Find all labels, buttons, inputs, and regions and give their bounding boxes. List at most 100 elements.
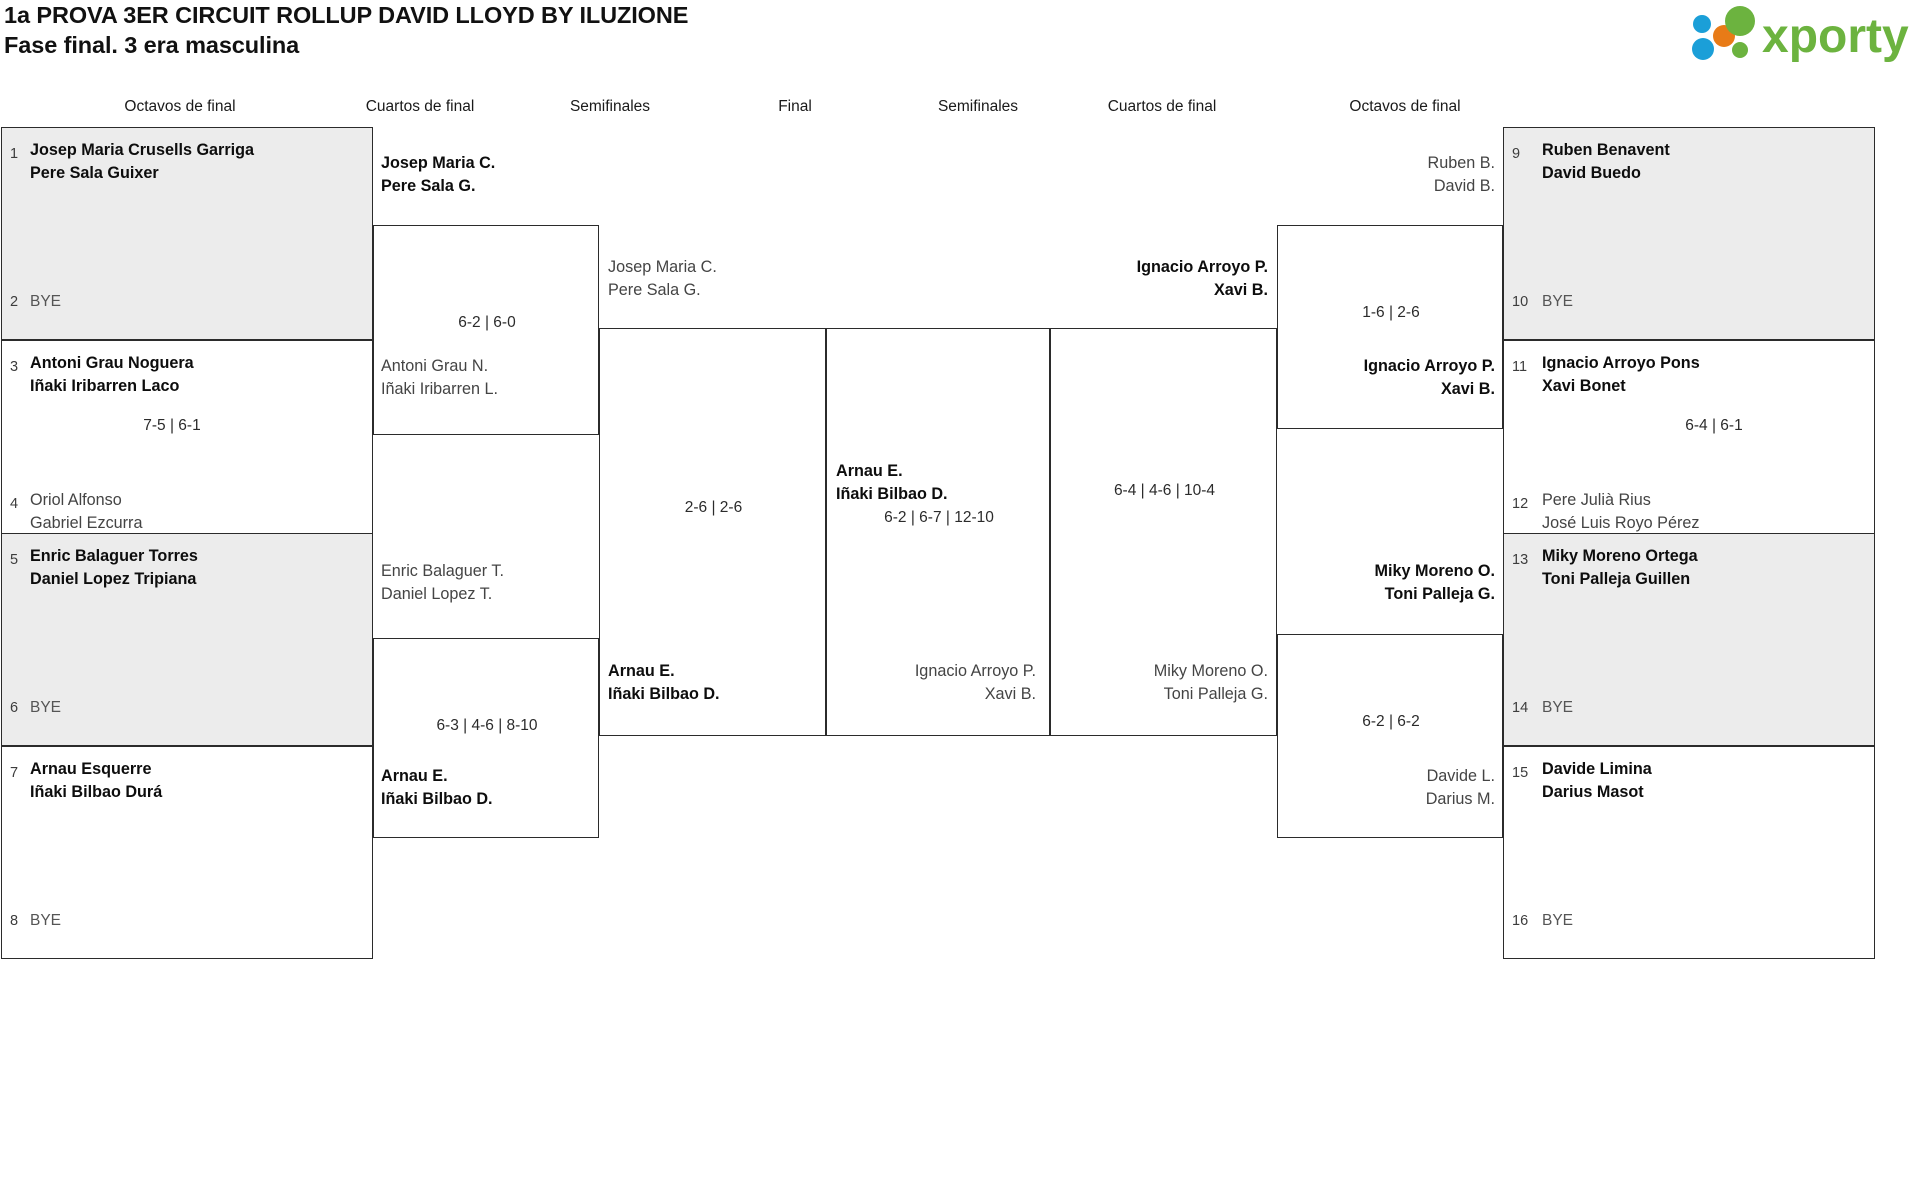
advancer-left-qf2-top: Enric Balaguer T. Daniel Lopez T. xyxy=(381,560,504,605)
match-box-right-sf[interactable]: 6-4 | 4-6 | 10-4 xyxy=(1050,328,1277,736)
page-header: 1a PROVA 3ER CIRCUIT ROLLUP DAVID LLOYD … xyxy=(0,0,1920,74)
match-box-left-sf[interactable]: 2-6 | 2-6 xyxy=(599,328,826,736)
player-name: Miky Moreno O. xyxy=(1153,662,1268,680)
seed-number: 1 xyxy=(10,146,19,162)
round-heading-octavos-left: Octavos de final xyxy=(124,98,236,115)
player-name: Darius M. xyxy=(1425,789,1495,808)
match-box-final[interactable]: 6-2 | 6-7 | 12-10 xyxy=(826,328,1050,736)
player-name: Josep Maria C. xyxy=(381,154,496,172)
match-box-right-qf-2[interactable]: 6-2 | 6-2 xyxy=(1277,634,1503,838)
seed-cell-15-16[interactable]: 15 Davide Limina Darius Masot 16 BYE xyxy=(1503,746,1875,959)
player-name: Gabriel Ezcurra xyxy=(30,513,143,532)
bye-label: BYE xyxy=(30,293,62,310)
round-heading-cuartos-right: Cuartos de final xyxy=(1107,98,1217,115)
player-name: Ignacio Arroyo Pons xyxy=(1542,354,1700,372)
match-box-right-qf-1[interactable]: 1-6 | 2-6 xyxy=(1277,225,1503,429)
advancer-left-qf1-bottom: Antoni Grau N. Iñaki Iribarren L. xyxy=(381,355,498,400)
player-name: Arnau E. xyxy=(836,462,903,480)
player-name: Toni Palleja Guillen xyxy=(1542,569,1691,588)
player-name: Josep Maria C. xyxy=(608,258,717,276)
seed-number: 2 xyxy=(10,294,19,310)
seed-number: 7 xyxy=(10,765,19,781)
seed-cell-3-4[interactable]: 3 Antoni Grau Noguera Iñaki Iribarren La… xyxy=(1,340,373,553)
match-score: 6-2 | 6-2 xyxy=(1362,713,1420,730)
player-pair: Oriol Alfonso Gabriel Ezcurra xyxy=(30,489,142,534)
match-score: 2-6 | 2-6 xyxy=(684,499,743,516)
player-name: Ignacio Arroyo P. xyxy=(1363,357,1495,375)
seed-cell-11-12[interactable]: 11 Ignacio Arroyo Pons Xavi Bonet 6-4 | … xyxy=(1503,340,1875,553)
player-name: David Buedo xyxy=(1542,163,1641,182)
player-name: Toni Palleja G. xyxy=(1163,684,1268,703)
seed-cell-1-2[interactable]: 1 Josep Maria Crusells Garriga Pere Sala… xyxy=(1,127,373,340)
match-box-left-qf-2[interactable]: 6-3 | 4-6 | 8-10 xyxy=(373,638,599,838)
player-name: Arnau E. xyxy=(381,767,448,785)
player-name: Antoni Grau Noguera xyxy=(30,354,194,372)
player-name: Ruben B. xyxy=(1427,154,1496,172)
seed-number: 14 xyxy=(1512,700,1529,716)
seed-number: 10 xyxy=(1512,294,1529,310)
bye-label: BYE xyxy=(1542,699,1574,716)
advancer-right-qf2-bottom: Davide L. Darius M. xyxy=(1265,765,1495,810)
match-box-left-qf-1[interactable]: 6-2 | 6-0 xyxy=(373,225,599,435)
seed-cell-9-10[interactable]: 9 Ruben Benavent David Buedo 10 BYE xyxy=(1503,127,1875,340)
player-name: Toni Palleja G. xyxy=(1384,584,1495,603)
seed-number: 11 xyxy=(1512,359,1528,375)
seed-number: 8 xyxy=(10,913,19,929)
player-pair: Ignacio Arroyo Pons Xavi Bonet xyxy=(1542,352,1700,397)
seed-number: 9 xyxy=(1512,146,1521,162)
seed-number: 15 xyxy=(1512,765,1529,781)
seed-number: 13 xyxy=(1512,552,1529,568)
player-name: Miky Moreno Ortega xyxy=(1542,547,1698,565)
player-name: Iñaki Iribarren L. xyxy=(381,379,498,398)
seed-number: 12 xyxy=(1512,496,1529,512)
bye-label: BYE xyxy=(30,699,62,716)
seed-number: 3 xyxy=(10,359,19,375)
seed-cell-7-8[interactable]: 7 Arnau Esquerre Iñaki Bilbao Durá 8 BYE xyxy=(1,746,373,959)
player-pair: Josep Maria Crusells Garriga Pere Sala G… xyxy=(30,139,254,184)
advancer-left-qf1-top: Josep Maria C. Pere Sala G. xyxy=(381,152,495,197)
player-pair: Ruben Benavent David Buedo xyxy=(1542,139,1670,184)
xporty-logo: xporty xyxy=(1678,6,1914,62)
match-score: 6-3 | 4-6 | 8-10 xyxy=(436,717,538,734)
advancer-left-sf-top: Josep Maria C. Pere Sala G. xyxy=(608,256,717,301)
player-name: Ruben Benavent xyxy=(1542,141,1670,159)
player-name: Iñaki Bilbao D. xyxy=(836,484,948,503)
player-name: Davide L. xyxy=(1426,767,1495,785)
bye-label: BYE xyxy=(1542,293,1574,310)
player-name: Iñaki Iribarren Laco xyxy=(30,376,180,395)
player-name: Daniel Lopez T. xyxy=(381,584,493,603)
advancer-right-sf-top: Ignacio Arroyo P. Xavi B. xyxy=(1040,256,1268,301)
seed-cell-13-14[interactable]: 13 Miky Moreno Ortega Toni Palleja Guill… xyxy=(1503,533,1875,746)
advancer-right-qf2-top: Miky Moreno O. Toni Palleja G. xyxy=(1265,560,1495,605)
player-name: Pere Sala G. xyxy=(381,176,476,195)
player-name: Pere Sala G. xyxy=(608,280,701,299)
player-name: Oriol Alfonso xyxy=(30,491,122,509)
seed-cell-5-6[interactable]: 5 Enric Balaguer Torres Daniel Lopez Tri… xyxy=(1,533,373,746)
player-name: Xavi B. xyxy=(984,684,1036,703)
player-pair: Davide Limina Darius Masot xyxy=(1542,758,1652,803)
player-name: Iñaki Bilbao D. xyxy=(608,684,720,703)
player-name: David B. xyxy=(1433,176,1495,195)
player-name: Arnau E. xyxy=(608,662,675,680)
player-name: Pere Julià Rius xyxy=(1542,491,1651,509)
player-name: Darius Masot xyxy=(1542,782,1644,801)
advancer-left-qf2-bottom: Arnau E. Iñaki Bilbao D. xyxy=(381,765,493,810)
advancer-right-sf-bottom: Miky Moreno O. Toni Palleja G. xyxy=(1040,660,1268,705)
champion: Arnau E. Iñaki Bilbao D. xyxy=(836,460,948,505)
player-name: Arnau Esquerre xyxy=(30,760,152,778)
player-name: Miky Moreno O. xyxy=(1374,562,1495,580)
round-heading-final: Final xyxy=(778,98,812,115)
player-pair: Arnau Esquerre Iñaki Bilbao Durá xyxy=(30,758,162,803)
player-name: Xavi Bonet xyxy=(1542,376,1626,395)
player-name: Xavi B. xyxy=(1214,280,1268,299)
player-pair: Pere Julià Rius José Luis Royo Pérez xyxy=(1542,489,1699,534)
player-name: Josep Maria Crusells Garriga xyxy=(30,141,255,159)
player-name: Enric Balaguer T. xyxy=(381,562,504,580)
round-heading-semis-right: Semifinales xyxy=(937,98,1019,115)
tournament-title: 1a PROVA 3ER CIRCUIT ROLLUP DAVID LLOYD … xyxy=(4,2,689,28)
bye-label: BYE xyxy=(1542,912,1574,929)
seed-number: 4 xyxy=(10,496,19,512)
player-name: Davide Limina xyxy=(1542,760,1652,778)
player-pair: Miky Moreno Ortega Toni Palleja Guillen xyxy=(1542,545,1698,590)
